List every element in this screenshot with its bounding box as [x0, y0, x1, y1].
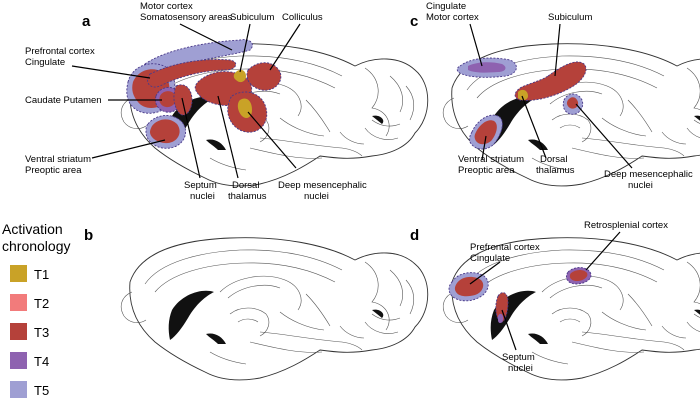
label-preoptic-a: Preoptic area	[25, 165, 82, 176]
panel-d: d Prefrontal cortex Cingulate Retrosplen…	[410, 220, 700, 381]
label-prefrontal-d: Prefrontal cortex	[470, 242, 540, 253]
region-colliculus	[246, 62, 282, 91]
label-subiculum-c: Subiculum	[548, 12, 592, 23]
label-caudate: Caudate Putamen	[25, 95, 102, 106]
panel-a: a	[25, 1, 429, 202]
label-cingulate-c: Cingulate	[426, 1, 466, 12]
region-caudate-core	[159, 91, 177, 108]
panel-letter-d: d	[410, 227, 419, 244]
activation-regions-d	[448, 267, 592, 323]
label-deep-a: Deep mesencephalic	[278, 180, 367, 191]
legend-swatch-t3	[10, 323, 27, 340]
label-septum-a: Septum	[184, 180, 217, 191]
panel-letter-a: a	[82, 13, 91, 30]
label-cingulate-d: Cingulate	[470, 253, 510, 264]
label-motor-cortex: Motor cortex	[140, 1, 193, 12]
region-retrosplenial-core-d	[569, 270, 588, 281]
label-deep-c: Deep mesencephalic	[604, 169, 693, 180]
panel-letter-c: c	[410, 13, 418, 30]
panel-b: b	[84, 227, 429, 381]
pointers-a	[71, 23, 301, 179]
region-subiculum-t1-c	[518, 89, 528, 101]
region-septum-t4-d	[498, 313, 504, 323]
panel-c: c Cingulate Motor cortex Subiculum Ventr…	[410, 1, 700, 191]
label-deep-nuclei-a: nuclei	[304, 191, 329, 202]
label-septum-nuclei-d: nuclei	[508, 363, 533, 374]
region-cingulate-core-c	[468, 62, 506, 73]
legend-label-t4: T4	[34, 354, 49, 369]
region-deep-core-c	[566, 97, 579, 109]
label-dorsal-a: Dorsal	[232, 180, 259, 191]
pointers-c	[469, 23, 633, 169]
label-dorsal-c: Dorsal	[540, 154, 567, 165]
label-colliculus: Colliculus	[282, 12, 323, 23]
label-deep-nuclei-c: nuclei	[628, 180, 653, 191]
region-subiculum-t1	[233, 69, 246, 83]
label-septum-nuclei-a: nuclei	[190, 191, 215, 202]
label-retrosplenial: Retrosplenial cortex	[584, 220, 668, 231]
region-ventral-core-c	[474, 120, 497, 145]
label-preoptic-c: Preoptic area	[458, 165, 515, 176]
legend-label-t2: T2	[34, 296, 49, 311]
label-somatosensory: Somatosensory areas	[140, 12, 233, 23]
label-prefrontal-a: Prefrontal cortex	[25, 46, 95, 57]
label-subiculum-a: Subiculum	[230, 12, 274, 23]
panel-letter-b: b	[84, 227, 93, 244]
label-motor-c: Motor cortex	[426, 12, 479, 23]
region-prefrontal-core-d	[454, 276, 484, 297]
label-ventral-c: Ventral striatum	[458, 154, 524, 165]
brain-outline-b	[120, 237, 429, 381]
label-ventral-a: Ventral striatum	[25, 154, 91, 165]
label-thalamus-a: thalamus	[228, 191, 267, 202]
legend-title-line2: chronology	[2, 238, 71, 254]
legend-swatch-t4	[10, 352, 27, 369]
label-thalamus-c: thalamus	[536, 165, 575, 176]
legend-label-t1: T1	[34, 267, 49, 282]
region-ventral-core	[150, 119, 180, 144]
legend-title-line1: Activation	[2, 221, 63, 237]
label-septum-d: Septum	[502, 352, 535, 363]
region-cortex-band	[147, 59, 237, 88]
legend-swatch-t5	[10, 381, 27, 398]
label-cingulate-a: Cingulate	[25, 57, 65, 68]
activation-regions-c	[456, 57, 587, 150]
legend-swatch-t2	[10, 294, 27, 311]
pointers-d	[469, 231, 621, 351]
legend-swatch-t1	[10, 265, 27, 282]
legend-label-t3: T3	[34, 325, 49, 340]
legend-label-t5: T5	[34, 383, 49, 398]
region-subiculum-band-c	[514, 61, 587, 101]
